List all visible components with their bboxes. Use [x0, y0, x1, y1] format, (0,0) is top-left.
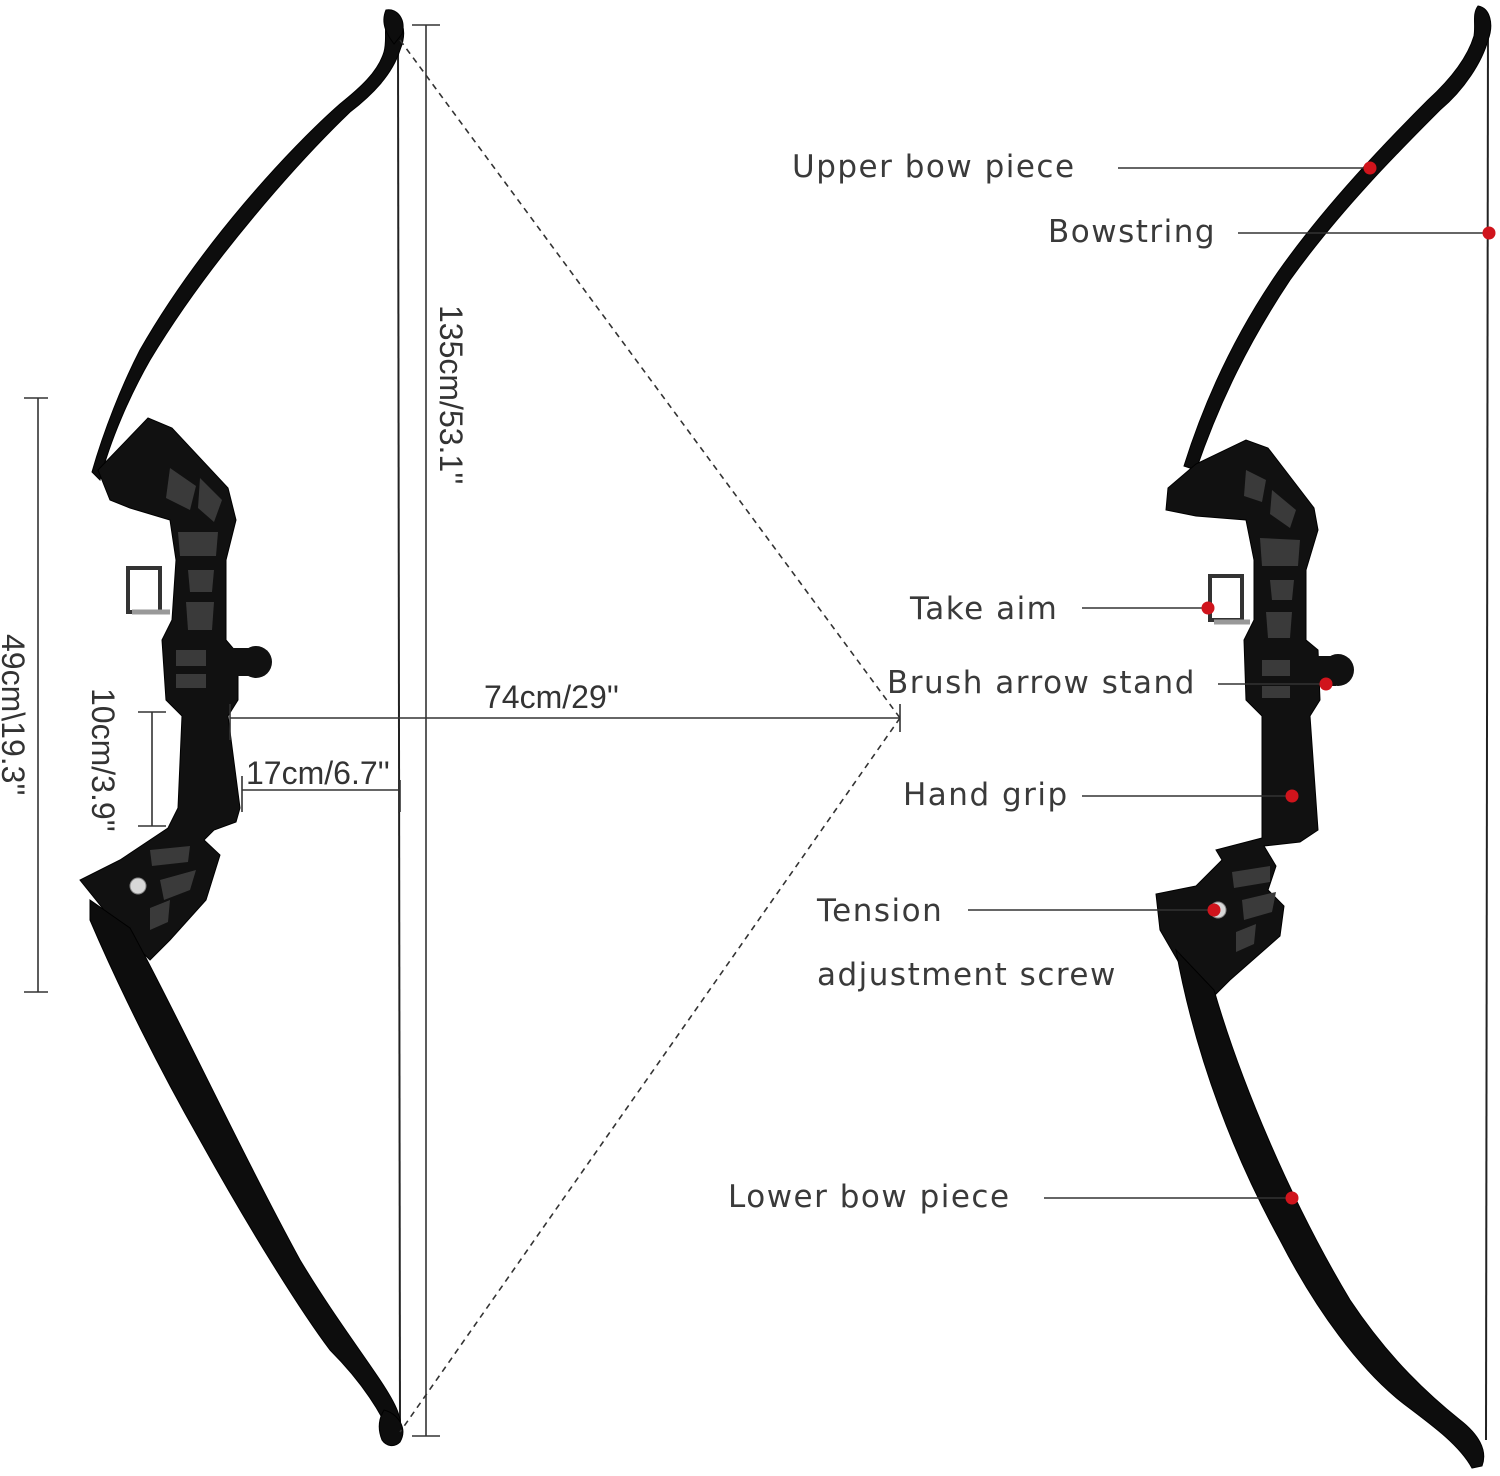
label-hand-grip: Hand grip [903, 777, 1069, 813]
right-lower-limb [1175, 948, 1485, 1469]
left-tension-screw [129, 877, 147, 895]
label-bowstring: Bowstring [1048, 214, 1216, 250]
marker-bowstring [1482, 226, 1496, 240]
left-sight-bracket [126, 566, 162, 614]
marker-tension-adjustment-screw [1207, 903, 1221, 917]
right-bowstring [1485, 13, 1489, 1441]
label-adjustment-screw: adjustment screw [817, 957, 1117, 993]
marker-upper-bow-piece [1363, 161, 1377, 175]
left-bowstring [397, 39, 401, 1433]
label-take-aim: Take aim [909, 591, 1058, 627]
marker-brush-arrow-stand [1319, 677, 1333, 691]
marker-hand-grip [1285, 789, 1299, 803]
label-brush-arrow-stand: Brush arrow stand [887, 665, 1196, 701]
left-lower-limb [89, 899, 402, 1439]
label-lower-bow-piece: Lower bow piece [728, 1179, 1011, 1215]
dimensions: 135cm/53.1'' 49cm\19.3'' 10cm/3.9'' 74cm… [0, 24, 901, 1437]
draw-length-label: 74cm/29'' [484, 679, 619, 715]
left-upper-limb [91, 13, 405, 481]
part-labels: Upper bow piece Bowstring Take aim Brush… [728, 149, 1496, 1215]
label-upper-bow-piece: Upper bow piece [792, 149, 1076, 185]
marker-take-aim [1201, 601, 1215, 615]
right-bow [1155, 5, 1492, 1469]
total-length-label: 135cm/53.1'' [433, 305, 469, 484]
grip-length-label: 10cm/3.9'' [85, 688, 121, 832]
left-lower-tip [378, 1409, 404, 1447]
left-upper-tip [383, 9, 404, 45]
right-upper-limb [1183, 5, 1492, 471]
left-bow [79, 9, 405, 1447]
right-riser [1155, 439, 1321, 1001]
brace-height-label: 17cm/6.7'' [246, 755, 390, 791]
marker-lower-bow-piece [1285, 1191, 1299, 1205]
label-tension: Tension [816, 893, 943, 929]
riser-length-label: 49cm\19.3'' [0, 634, 31, 796]
right-sight-bracket [1208, 574, 1244, 622]
